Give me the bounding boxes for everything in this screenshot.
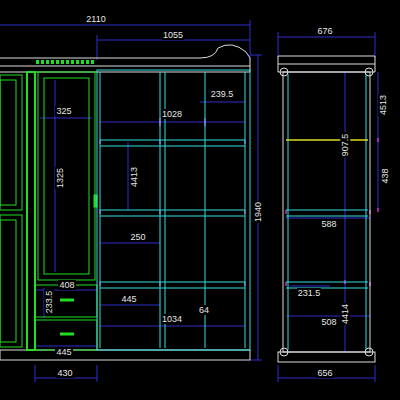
- dimension-label: 231.5: [297, 288, 322, 298]
- shelf-line: [286, 139, 368, 141]
- dimension-label: 445: [55, 347, 72, 357]
- dimension-label: 233.5: [44, 290, 54, 315]
- dimension-label: 1028: [161, 109, 183, 119]
- dimension-label: 250: [129, 232, 146, 242]
- dimension-label: 430: [56, 368, 73, 378]
- dimension-label: 1034: [161, 314, 183, 324]
- dimension-lines: [0, 20, 378, 382]
- dimension-label: 656: [316, 368, 333, 378]
- dimension-label: 676: [316, 26, 333, 36]
- dimension-label: 1940: [253, 201, 263, 223]
- dimension-label: 4513: [378, 94, 388, 116]
- dimension-label: 588: [320, 219, 337, 229]
- cabinet-outline: [0, 45, 375, 362]
- dimension-label: 2110: [85, 14, 106, 24]
- glass-grid: [97, 70, 368, 350]
- dimension-label: 508: [320, 317, 337, 327]
- dimension-label: 1325: [55, 167, 65, 189]
- dimension-label: 907.5: [340, 133, 350, 158]
- dimension-label: 325: [55, 106, 72, 116]
- dimension-label: 408: [58, 280, 75, 290]
- dimension-ticks: [100, 118, 378, 286]
- dimension-label: 4414: [340, 303, 350, 325]
- door-panels: [0, 72, 97, 350]
- dentil-row: [36, 60, 94, 64]
- dimension-label: 445: [120, 294, 137, 304]
- dimension-label: 239.5: [210, 89, 235, 99]
- dimension-label: 4413: [129, 166, 139, 188]
- dimension-label: 1055: [162, 30, 184, 40]
- dimension-label: 64: [198, 305, 210, 315]
- dimension-label: 438: [380, 167, 390, 184]
